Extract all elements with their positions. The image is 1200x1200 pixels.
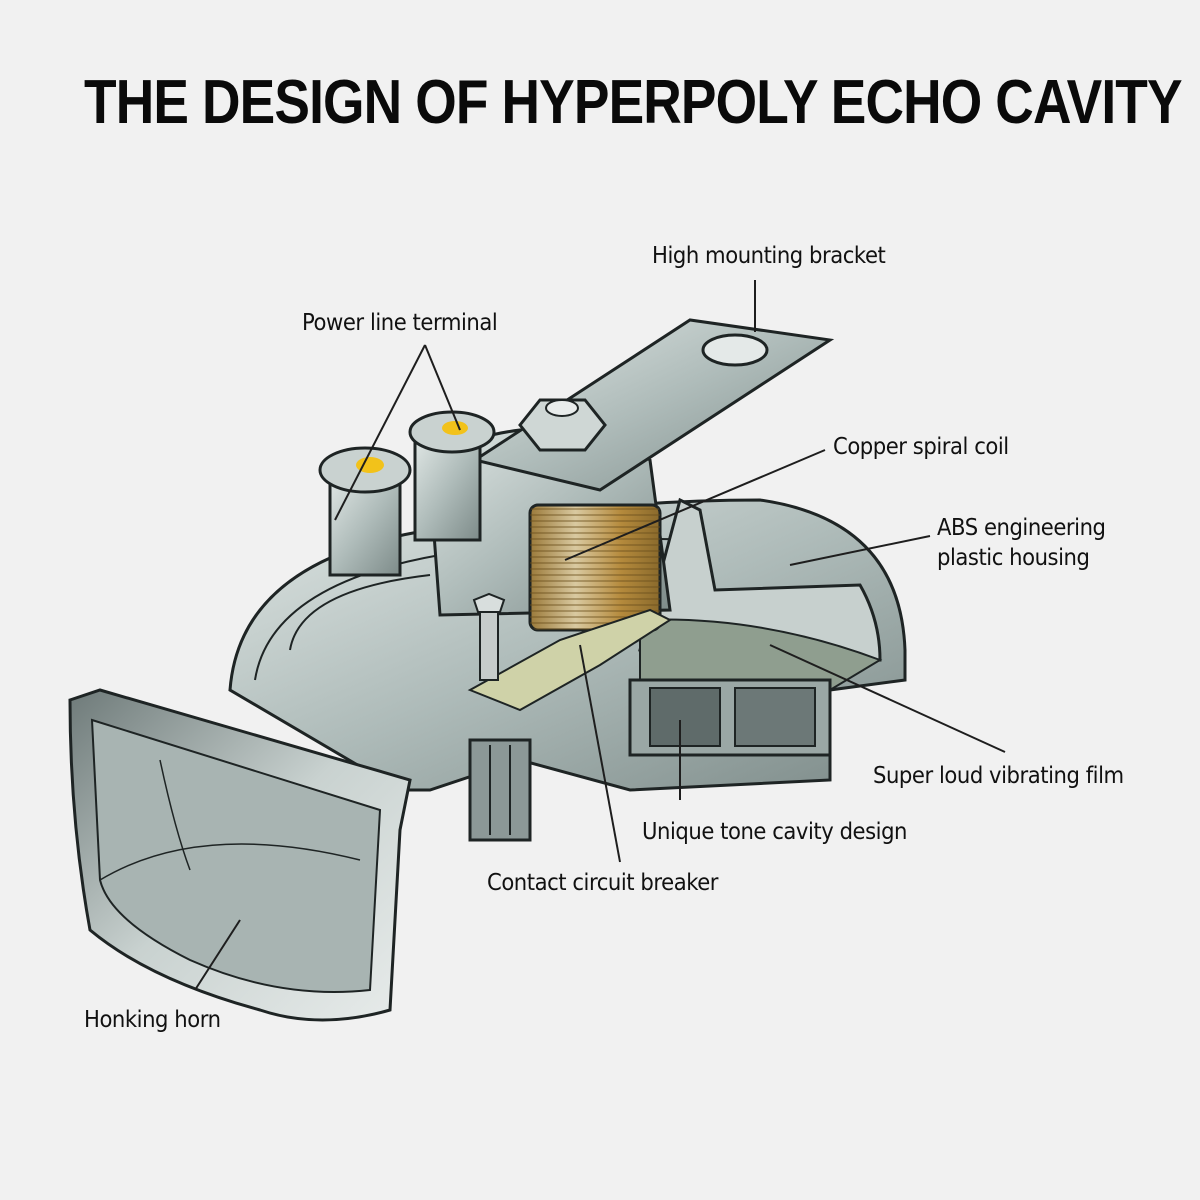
label-tone-cavity: Unique tone cavity design — [642, 819, 908, 845]
leader-coil — [564, 449, 826, 561]
honking-horn — [68, 688, 412, 1022]
power-terminals — [318, 410, 496, 577]
label-circuit-breaker: Contact circuit breaker — [487, 870, 719, 896]
label-power-line-terminal: Power line terminal — [302, 310, 498, 336]
label-high-mounting-bracket: High mounting bracket — [652, 243, 886, 269]
leader-terminal-1 — [334, 344, 426, 521]
leader-terminal-2 — [424, 344, 461, 431]
label-abs-housing-line2: plastic housing — [937, 545, 1090, 571]
leader-lines — [194, 280, 1006, 991]
diagram-title: THE DESIGN OF HYPERPOLY ECHO CAVITY — [84, 68, 1183, 137]
leader-breaker — [579, 644, 621, 863]
label-honking-horn: Honking horn — [84, 1007, 221, 1033]
mounting-bracket — [471, 318, 835, 492]
leader-film — [769, 644, 1006, 753]
label-copper-spiral-coil: Copper spiral coil — [833, 434, 1009, 460]
contact-breaker — [467, 608, 673, 712]
label-vibrating-film: Super loud vibrating film — [873, 763, 1124, 789]
label-abs-housing-line1: ABS engineering — [937, 515, 1106, 541]
leader-housing — [789, 535, 931, 566]
leader-horn — [194, 919, 241, 991]
tone-cavity — [468, 678, 832, 842]
